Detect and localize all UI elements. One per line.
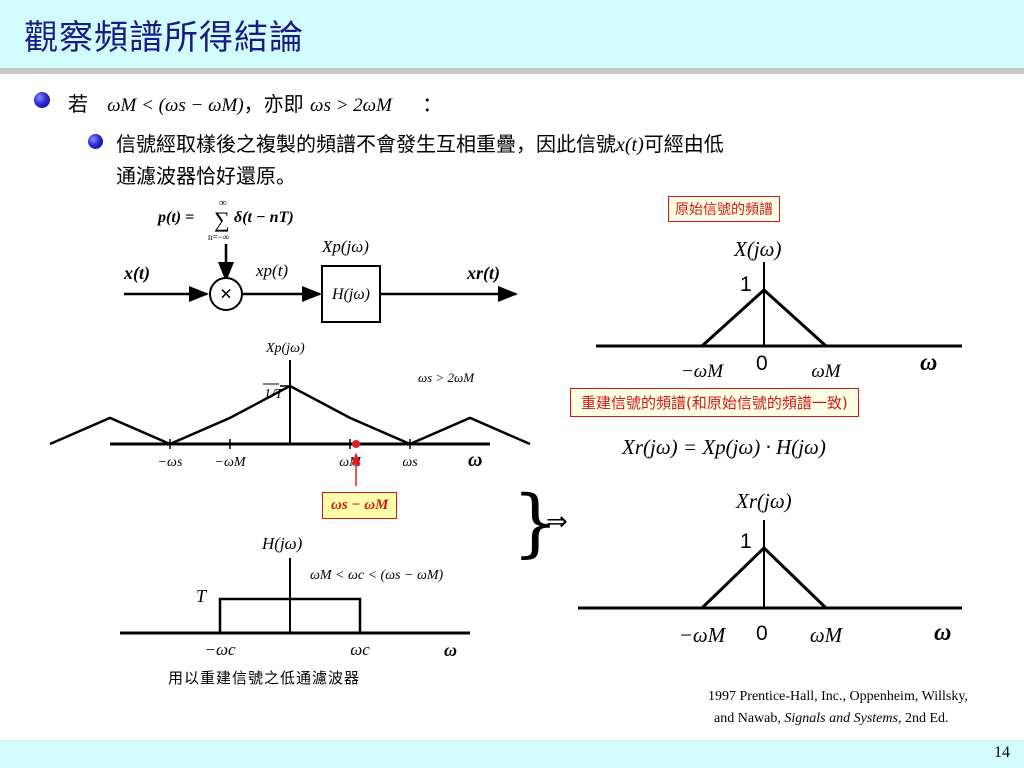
impulse-train-label: p(t) =	[156, 209, 194, 226]
multiplier-symbol: ×	[220, 281, 233, 306]
filter-tick-label: ωc	[350, 640, 370, 659]
title-divider	[0, 68, 1024, 74]
original-spectrum-tick-label: −ωM	[681, 361, 724, 382]
filter-x-label: ω	[444, 640, 457, 660]
original-spectrum-plot: −ωM ωM X(jω) 1 0 ω	[596, 237, 962, 382]
sampled-spectrum-tick-label: ωs	[402, 455, 418, 470]
citation-authors: and Nawab,	[714, 711, 785, 726]
filter-title: H(jω)	[261, 534, 303, 553]
slide-title: 觀察頻譜所得結論	[24, 18, 304, 58]
gap-frequency-box: ωs − ωM	[322, 492, 398, 519]
sampled-spectrum-tick-label: ωM	[339, 455, 362, 470]
bullet-1-line: 若 ωM < (ωs − ωM)，亦即 ωs > 2ωM ：	[68, 88, 442, 117]
sampled-spectrum-tick-label: −ωs	[158, 455, 183, 470]
bullet-2-text: 信號經取樣後之複製的頻譜不會發生互相重疊，因此信號	[116, 132, 616, 156]
original-spectrum-curve	[700, 287, 828, 348]
reconstructed-spectrum-tick-label: −ωM	[679, 623, 727, 647]
bullet-2-line-1: 信號經取樣後之複製的頻譜不會發生互相重疊，因此信號x(t)可經由低	[116, 128, 724, 157]
sampled-spectrum-label: Xp(jω)	[321, 237, 369, 256]
sum-upper-limit: ∞	[219, 197, 227, 209]
reconstruction-equation: Xr(jω) = Xp(jω) · H(jω)	[621, 435, 826, 459]
textbook-citation: 1997 Prentice-Hall, Inc., Oppenheim, Wil…	[708, 686, 968, 730]
filter-response-curve	[218, 597, 362, 633]
filter-tick-label: −ωc	[204, 640, 235, 659]
bullet-2-line-2: 通濾波器恰好還原。	[116, 164, 296, 188]
original-spectrum-tick-label: ωM	[811, 361, 841, 382]
sampled-spectrum-tick-label: −ωM	[215, 455, 247, 470]
reconstructed-spectrum-title: Xr(jω)	[735, 489, 792, 513]
sampled-spectrum-curve	[49, 384, 531, 446]
citation-line-1: 1997 Prentice-Hall, Inc., Oppenheim, Wil…	[708, 689, 968, 704]
bullet-2-signal: x(t)	[616, 134, 644, 156]
page-number: 14	[994, 744, 1010, 761]
footer-bar: 14	[0, 740, 1024, 768]
block-diagram: p(t) = ∞ ∑ n=−∞ δ(t − nT) x(t) × xp(t) X…	[123, 197, 518, 323]
original-spectrum-peak-label: 1	[740, 273, 752, 296]
bullet-1-equivalent: ωs > 2ωM	[310, 95, 392, 116]
gap-frequency-label: ωs − ωM	[331, 497, 389, 513]
reconstructed-spectrum-peak-label: 1	[740, 530, 752, 553]
input-signal-label: x(t)	[123, 263, 150, 284]
filter-plot: −ωc ωc H(jω) T ωM < ωc < (ωs − ωM) ω	[120, 534, 470, 660]
sampled-spectrum-peak-label: 1/T	[264, 387, 284, 402]
bullet-1-suffix: ：	[422, 92, 443, 116]
grouping-brace: }	[512, 480, 559, 566]
bullet-1-middle: ，亦即	[243, 92, 304, 116]
bullet-1-condition: ωM < (ωs − ωM)	[107, 95, 244, 116]
filter-block	[321, 265, 381, 323]
output-signal-label: xr(t)	[466, 263, 500, 284]
citation-edition: , 2nd Ed.	[897, 711, 949, 726]
reconstructed-spectrum-x-label: ω	[934, 620, 951, 646]
filter-condition-note: ωM < ωc < (ωs − ωM)	[310, 568, 444, 583]
bullet-1-prefix: 若	[68, 92, 88, 116]
bullet-dot-2	[88, 134, 103, 149]
original-spectrum-x-label: ω	[920, 350, 937, 376]
sampling-condition-note: ωs > 2ωM	[418, 370, 475, 385]
bullet-2-text-end: 可經由低	[643, 132, 724, 156]
citation-book-title: Signals and Systems	[784, 711, 898, 726]
sum-symbol: ∑	[214, 207, 230, 232]
original-spectrum-title: X(jω)	[733, 237, 781, 261]
sampled-spectrum-x-label: ω	[468, 449, 482, 471]
spectrum-gap-marker	[352, 440, 360, 448]
reconstructed-spectrum-tick-label: ωM	[810, 623, 844, 647]
filter-block-label: H(jω)	[331, 286, 370, 303]
reconstructed-spectrum-origin-label: 0	[756, 622, 768, 645]
reconstructed-spectrum-box: 重建信號的頻譜(和原始信號的頻譜一致)	[570, 388, 859, 417]
implies-arrow: ⇒	[546, 507, 568, 537]
sampled-signal-label: xp(t)	[255, 261, 288, 280]
reconstructed-spectrum-curve	[700, 545, 828, 610]
sampled-spectrum-plot: −ωs −ωM ωM ωs Xp(jω) 1/T ωs > 2ωM ω	[49, 341, 531, 486]
citation-line-2: and Nawab, Signals and Systems, 2nd Ed.	[714, 708, 968, 730]
impulse-expression: δ(t − nT)	[234, 209, 294, 226]
sampled-spectrum-title: Xp(jω)	[265, 341, 305, 356]
sum-lower-limit: n=−∞	[208, 232, 229, 242]
reconstructed-spectrum-plot: −ωM ωM Xr(jω) 1 0 ω	[578, 489, 962, 647]
bullet-dot-1	[34, 92, 50, 108]
filter-caption: 用以重建信號之低通濾波器	[168, 669, 361, 687]
original-spectrum-box: 原始信號的頻譜	[668, 196, 780, 222]
original-spectrum-origin-label: 0	[756, 352, 768, 375]
filter-level-label: T	[196, 586, 208, 606]
title-bar: 觀察頻譜所得結論	[0, 0, 1024, 68]
